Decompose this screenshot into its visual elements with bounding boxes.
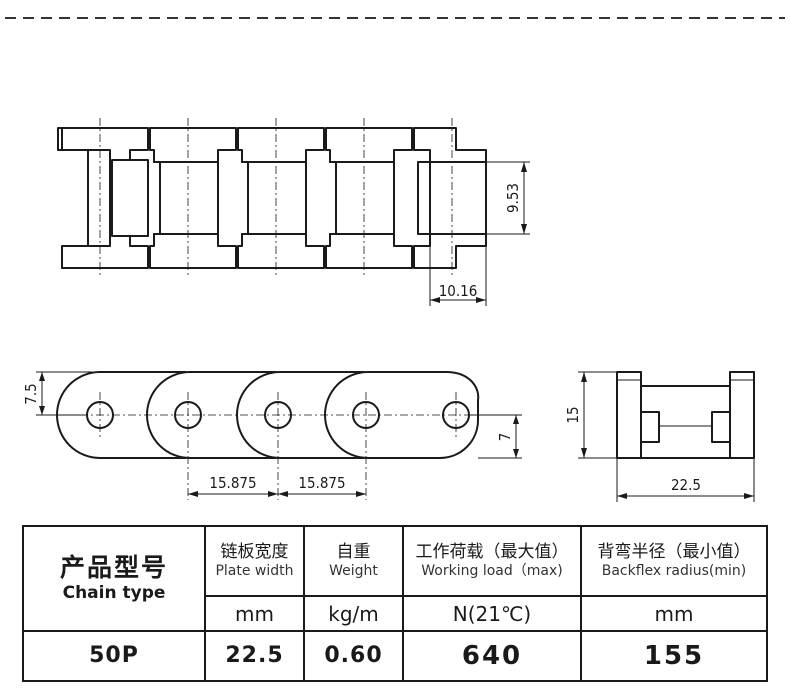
- unit-working-load: N(21℃): [402, 595, 582, 632]
- table-row: 50P 22.5 0.60 640 155: [22, 629, 768, 683]
- unit-weight: kg/m: [303, 595, 404, 632]
- dim-9-53: 9.53: [504, 183, 522, 213]
- dim-15: 15: [564, 406, 582, 423]
- header-weight: 自重 Weight: [303, 524, 404, 598]
- chain-side-view: 7.5 7 15.875 15.875: [22, 371, 522, 500]
- spec-table: 产品型号 Chain type 链板宽度 Plate width 自重 Weig…: [22, 524, 768, 683]
- cell-chain-type: 50P: [22, 629, 206, 683]
- header-row: 产品型号 Chain type 链板宽度 Plate width 自重 Weig…: [22, 524, 768, 632]
- dim-10-16: 10.16: [439, 282, 478, 300]
- cell-weight: 0.60: [303, 629, 404, 683]
- dim-7: 7: [496, 433, 514, 442]
- unit-plate-width: mm: [204, 595, 305, 632]
- dim-pitch-1: 15.875: [209, 474, 256, 492]
- technical-drawing: 9.53 10.16 7.5: [5, 17, 785, 502]
- dim-7-5: 7.5: [22, 383, 40, 404]
- chain-end-view: 15 22.5: [564, 371, 755, 502]
- header-chain-type: 产品型号 Chain type: [22, 525, 206, 632]
- header-plate-width: 链板宽度 Plate width: [204, 524, 305, 598]
- dim-22-5: 22.5: [671, 476, 701, 494]
- header-backflex-radius: 背弯半径（最小值） Backflex radius(min): [580, 524, 768, 598]
- header-working-load: 工作荷载（最大值） Working load（max): [402, 524, 582, 598]
- unit-backflex-radius: mm: [580, 595, 768, 632]
- chain-top-view: 9.53 10.16: [57, 118, 530, 306]
- cell-backflex-radius: 155: [580, 629, 768, 683]
- dim-pitch-2: 15.875: [298, 474, 345, 492]
- cell-working-load: 640: [402, 629, 582, 683]
- units-row: mm kg/m N(21℃) mm: [23, 595, 768, 632]
- cell-plate-width: 22.5: [204, 629, 305, 683]
